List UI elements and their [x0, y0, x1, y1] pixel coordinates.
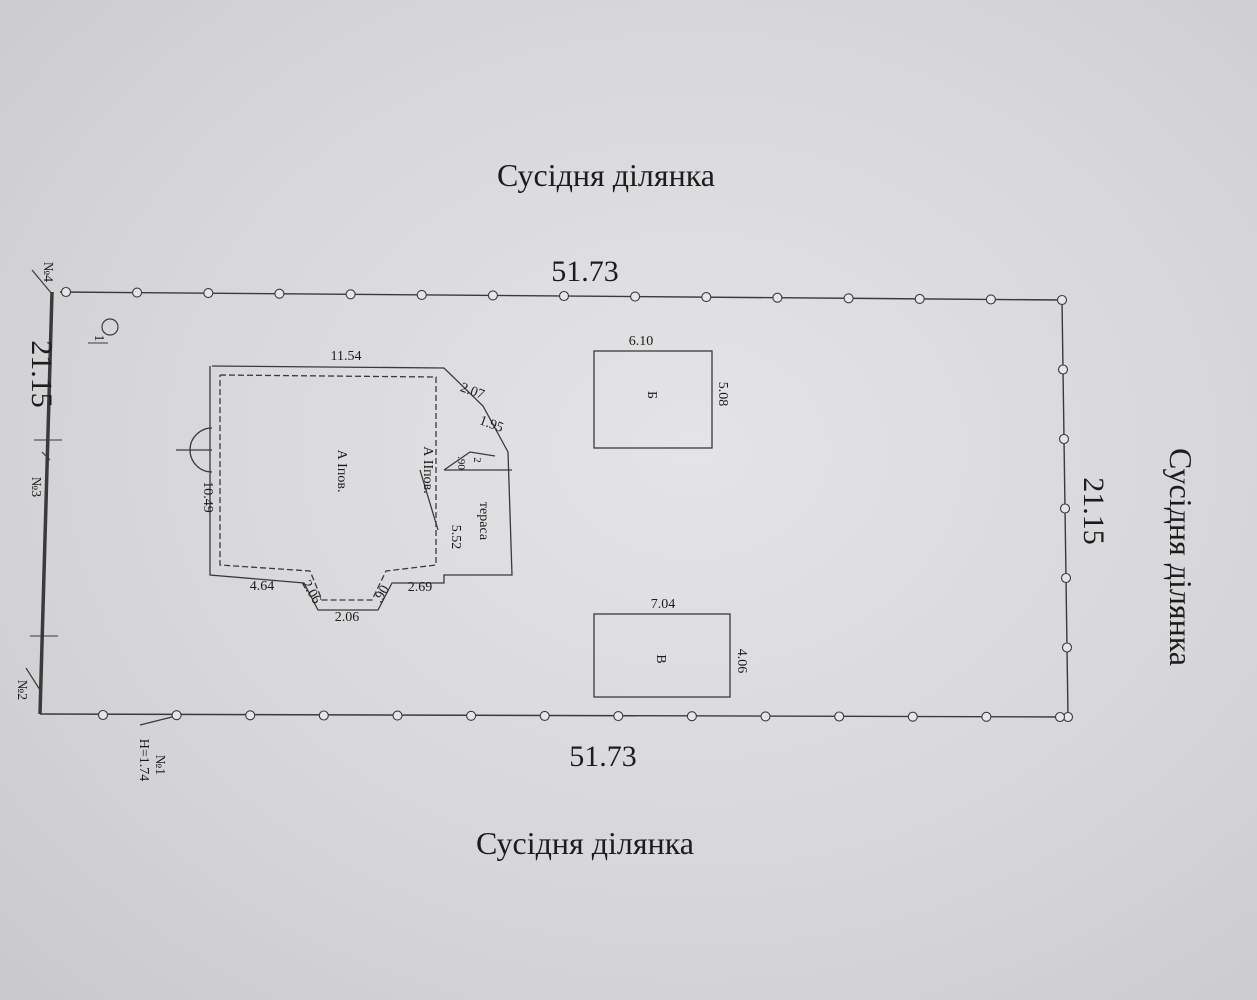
- b-dim-height: 5.08: [715, 382, 730, 407]
- plot-left-boundary: [38, 291, 54, 715]
- plot-right-width: 21.15: [1077, 477, 1110, 545]
- fence-post: [539, 710, 550, 721]
- point-1-label: №1: [152, 755, 167, 775]
- a-dim-inner-two: 2: [471, 457, 483, 463]
- point-4-leader: [31, 269, 53, 295]
- fence-post: [686, 711, 697, 722]
- point-1-height: H=1.74: [136, 739, 151, 782]
- fence-post: [274, 288, 285, 299]
- point-3-leader: [41, 451, 51, 461]
- point-1-leader: [139, 715, 177, 726]
- fence-post: [630, 291, 641, 302]
- fence-post: [203, 288, 214, 299]
- fence-post: [318, 710, 329, 721]
- building-v: [593, 613, 731, 698]
- a-dim-left: 10.49: [200, 481, 215, 513]
- neighbor-right-label: Сусідня ділянка: [1163, 448, 1199, 666]
- fence-post: [558, 290, 570, 302]
- b-dim-width: 6.10: [629, 334, 654, 349]
- fence-post: [60, 286, 72, 298]
- fence-post: [416, 289, 427, 300]
- a-dim-wall-right: 5.52: [448, 525, 463, 550]
- fence-post: [834, 711, 845, 722]
- fence-post: [487, 290, 498, 301]
- fence-post: [613, 711, 624, 722]
- point-2-leader: [25, 667, 41, 691]
- fence-post: [97, 709, 109, 721]
- a-dim-chamfer: 2.07: [458, 380, 486, 402]
- fence-post: [914, 293, 925, 304]
- fence-post: [760, 711, 771, 722]
- well-icon: [101, 318, 119, 336]
- a-dim-chamfer2: 1.95: [477, 413, 505, 435]
- neighbor-top-label: Сусідня ділянка: [497, 157, 715, 193]
- fence-post: [981, 711, 992, 722]
- building-a: [176, 365, 513, 611]
- fence-post: [1059, 503, 1071, 514]
- fence-post: [171, 710, 182, 721]
- a-dim-inner-small: .90: [455, 456, 467, 470]
- point-4-label: №4: [40, 262, 55, 282]
- fence-post: [1061, 642, 1073, 653]
- a-label-terrace: тераса: [476, 502, 491, 541]
- fence-post: [132, 287, 143, 298]
- a-label-floor2: А IIпов.: [420, 446, 435, 494]
- fence-post: [1054, 711, 1066, 723]
- fence-post: [1057, 364, 1069, 375]
- fence-post: [985, 294, 996, 305]
- fence-post: [345, 289, 356, 300]
- fence-post: [1058, 433, 1070, 445]
- plot-bottom-length: 51.73: [569, 740, 637, 773]
- fence-post: [1056, 294, 1068, 306]
- fence-post: [701, 292, 712, 303]
- fence-posts: [60, 286, 1074, 723]
- a-dim-top: 11.54: [331, 349, 362, 364]
- fence-post: [392, 710, 403, 721]
- fence-post: [843, 293, 854, 304]
- point-2-label: №2: [14, 680, 29, 700]
- a-dim-bottom-right: 2.69: [408, 580, 433, 595]
- a-label-floor1: А Iпов.: [334, 450, 349, 493]
- b-label: Б: [644, 391, 659, 399]
- fence-post: [907, 711, 918, 722]
- plot-left-width: 21.15: [25, 340, 58, 408]
- fence-post: [772, 292, 783, 303]
- v-dim-width: 7.04: [651, 597, 676, 612]
- fence-post: [1060, 572, 1072, 584]
- plot-boundary: [39, 291, 1069, 718]
- fence-post: [245, 710, 256, 721]
- v-label: В: [653, 654, 668, 663]
- building-b: [593, 350, 713, 449]
- a-dim-bay-bottom: 2.06: [335, 610, 360, 625]
- fence-post: [466, 710, 477, 721]
- a-dim-bottom-left: 4.64: [250, 579, 275, 594]
- a-dim-bay-left: 2.06: [298, 578, 323, 607]
- v-dim-height: 4.06: [734, 649, 749, 674]
- neighbor-bottom-label: Сусідня ділянка: [476, 825, 694, 861]
- plot-top-length: 51.73: [551, 255, 619, 288]
- point-3-label: №3: [28, 477, 43, 497]
- well-label: 1: [91, 335, 106, 342]
